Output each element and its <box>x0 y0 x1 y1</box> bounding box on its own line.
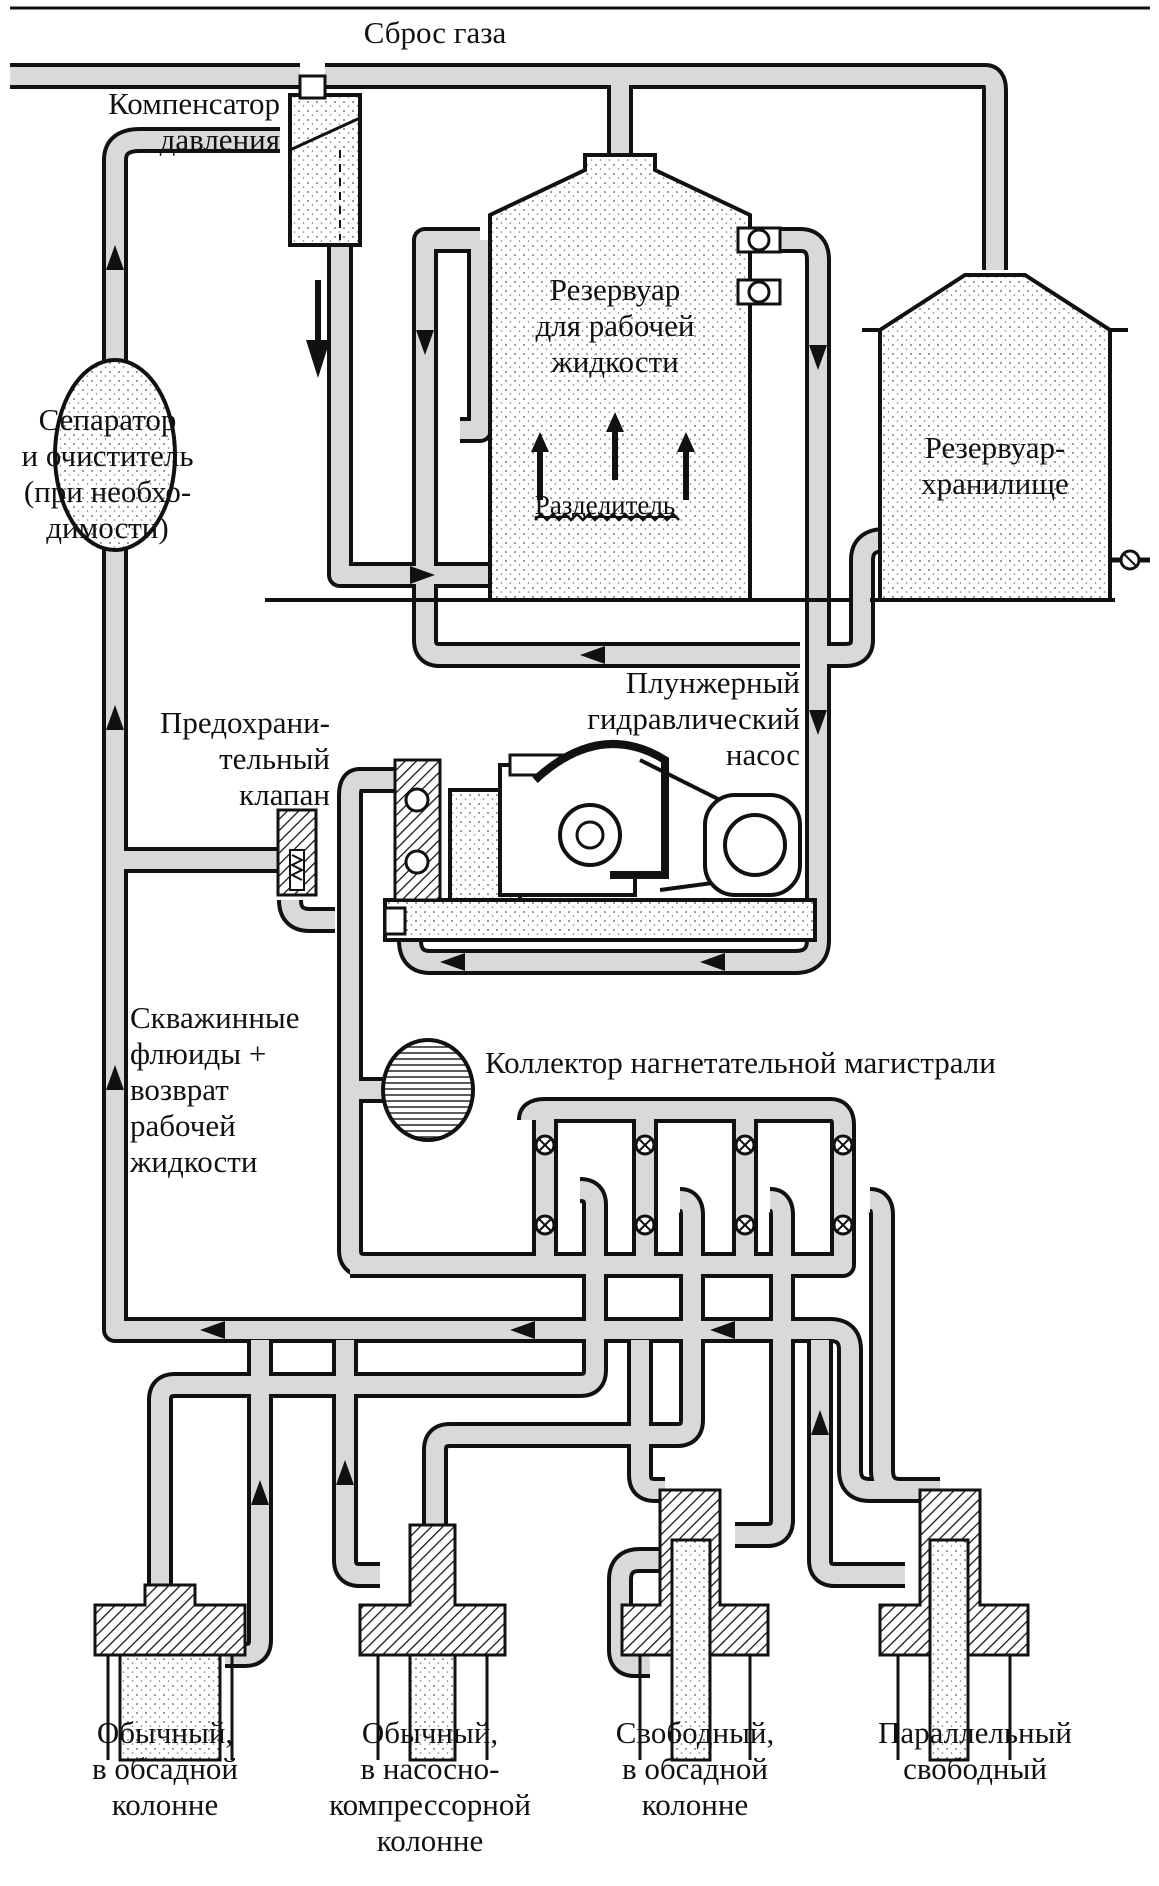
flow-arrows <box>106 245 829 1505</box>
wellhead-2 <box>358 1523 507 1762</box>
safety-valve <box>276 808 318 897</box>
gas-vent-label: Сброс газа <box>363 15 507 50</box>
working-fluid-tank <box>265 153 850 602</box>
plunger-pump-label: Плунжерный гидравлический насос <box>587 665 800 772</box>
manifold-label-prefix: Коллектор нагнетательной <box>485 1045 845 1080</box>
well-3-label: Свободный, в обсадной колонне <box>615 1715 775 1822</box>
wellhead-1 <box>93 1583 247 1762</box>
storage-tank-label: Резервуар- хранилище <box>921 430 1069 501</box>
wellhead-3 <box>620 1488 770 1762</box>
well-fluids-label: Скважинные флюиды + возврат рабочей жидк… <box>130 1000 300 1179</box>
wellhead-4 <box>878 1488 1030 1762</box>
well-2-label: Обычный, в насосно- компрессорной колонн… <box>329 1715 531 1858</box>
manifold-valves <box>534 1134 854 1236</box>
drain-valve-icon <box>1110 549 1150 571</box>
pressure-compensator-label: Компенсатор давления <box>108 86 280 157</box>
storage-tank <box>862 273 1150 602</box>
divider-label: Разделитель <box>534 490 676 520</box>
plunger-pump <box>383 740 817 942</box>
well-4-label: Параллельный свободный <box>878 1715 1072 1786</box>
manifold-label: Коллектор нагнетательной магистрали <box>485 1045 1155 1081</box>
divider-grid <box>534 512 680 522</box>
separator-label: Сепаратор и очиститель (при необхо- димо… <box>21 402 194 545</box>
check-valves <box>736 226 782 306</box>
flow-arrows-up <box>531 412 695 500</box>
manifold <box>381 1038 854 1236</box>
pressure-compensator <box>288 74 362 247</box>
manifold-label-bold: магистрали <box>844 1045 996 1080</box>
safety-valve-label: Предохрани- тельный клапан <box>159 705 330 812</box>
well-1-label: Обычный, в обсадной колонне <box>91 1715 238 1822</box>
working-fluid-tank-label: Резервуар для рабочей жидкости <box>535 272 695 379</box>
separator-vessel <box>53 358 177 552</box>
